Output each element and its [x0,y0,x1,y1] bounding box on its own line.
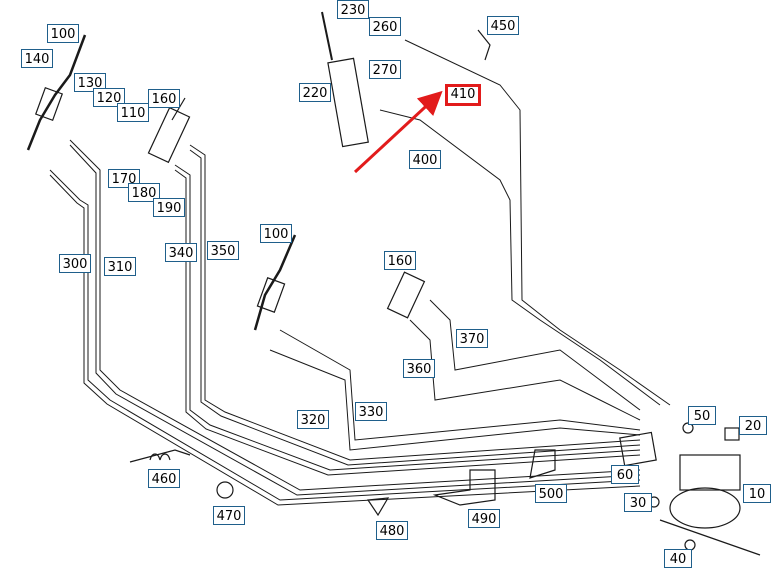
part-label[interactable]: 30 [624,493,652,512]
part-label[interactable]: 220 [299,83,331,102]
part-label[interactable]: 350 [207,241,239,260]
part-label-highlighted[interactable]: 410 [445,84,481,106]
part-label[interactable]: 130 [74,73,106,92]
part-label[interactable]: 450 [487,16,519,35]
part-label[interactable]: 110 [117,103,149,122]
part-label[interactable]: 500 [535,484,567,503]
part-label[interactable]: 160 [384,251,416,270]
part-label[interactable]: 330 [355,402,387,421]
pointer-arrow [353,90,443,174]
brake-lines [49,39,671,506]
part-label[interactable]: 320 [297,410,329,429]
part-label[interactable]: 100 [260,224,292,243]
part-label[interactable]: 340 [165,243,197,262]
part-label[interactable]: 300 [59,254,91,273]
part-label[interactable]: 160 [148,89,180,108]
part-label[interactable]: 140 [21,49,53,68]
part-label[interactable]: 310 [104,257,136,276]
part-label[interactable]: 370 [456,329,488,348]
part-label[interactable]: 190 [153,198,185,217]
part-label[interactable]: 400 [409,150,441,169]
part-label[interactable]: 40 [664,549,692,568]
part-label[interactable]: 230 [337,0,369,19]
components [26,11,761,556]
part-label[interactable]: 60 [611,465,639,484]
part-label[interactable]: 270 [369,60,401,79]
part-label[interactable]: 490 [468,509,500,528]
part-label[interactable]: 180 [128,183,160,202]
part-label[interactable]: 260 [369,17,401,36]
part-label[interactable]: 120 [93,88,125,107]
part-label[interactable]: 460 [148,469,180,488]
part-label[interactable]: 100 [47,24,79,43]
part-label[interactable]: 10 [743,484,771,503]
part-label[interactable]: 480 [376,521,408,540]
part-label[interactable]: 50 [688,406,716,425]
part-label[interactable]: 470 [213,506,245,525]
part-label[interactable]: 20 [739,416,767,435]
part-label[interactable]: 360 [403,359,435,378]
